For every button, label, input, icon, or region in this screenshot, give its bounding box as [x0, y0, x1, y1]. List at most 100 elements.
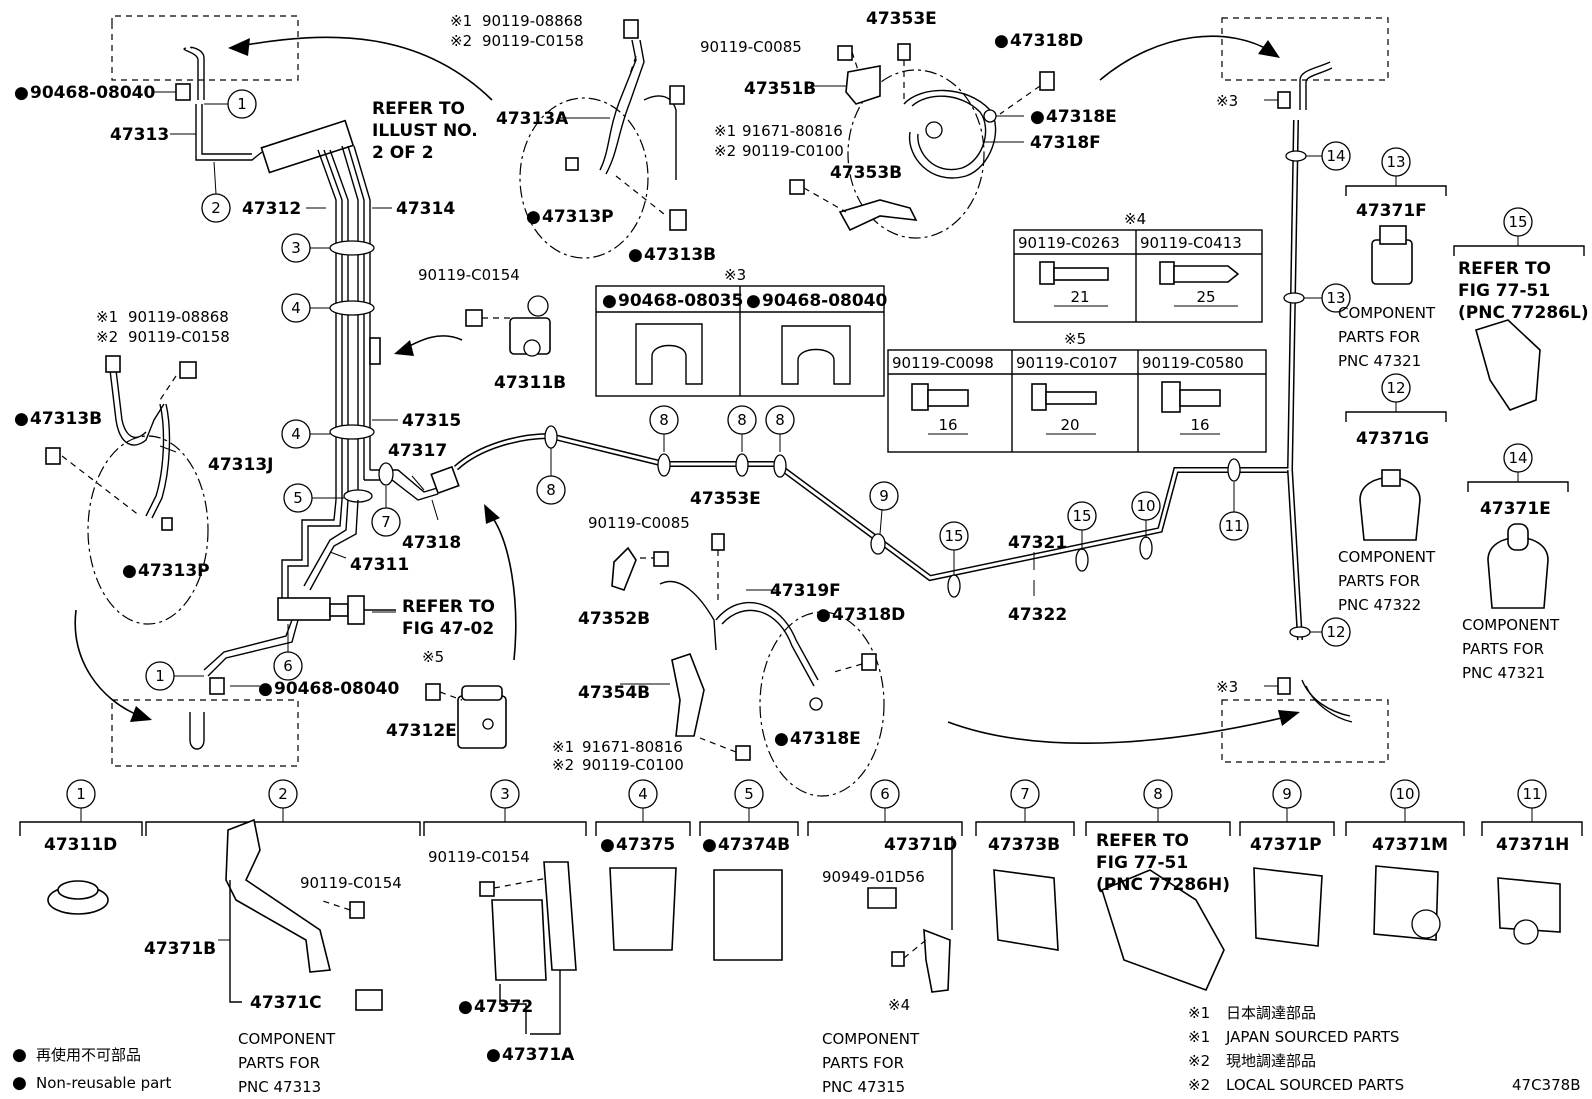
svg-text:※1: ※1 [96, 308, 118, 326]
label-note3-top: ※3 [1216, 92, 1238, 110]
label-47311d: 47311D [44, 835, 117, 855]
clamp-47312e [425, 683, 507, 749]
svg-text:●: ● [122, 561, 137, 581]
label-47315: 47315 [402, 411, 461, 431]
right-clamp-15 [1453, 245, 1585, 411]
label-47371f: 47371F [1356, 201, 1427, 221]
svg-text:2: 2 [211, 199, 221, 217]
svg-text:※1: ※1 [1188, 1004, 1210, 1022]
svg-text:●: ● [1030, 107, 1045, 127]
refer-c15-2: FIG 77-51 [1458, 281, 1550, 301]
svg-text:※2: ※2 [96, 328, 118, 346]
caption-c13-3: PNC 47321 [1338, 352, 1421, 370]
svg-text:47318D: 47318D [1010, 31, 1083, 51]
svg-text:90468-08040: 90468-08040 [274, 679, 400, 699]
svg-text:※1: ※1 [1188, 1028, 1210, 1046]
svg-text:●: ● [994, 31, 1009, 51]
svg-text:1: 1 [76, 785, 86, 803]
label-47313b-top: ●47313B [628, 245, 716, 265]
label-47375: ●47375 [600, 835, 675, 855]
refer-illust-1: REFER TO [372, 99, 465, 119]
label-b2-bolt: 90119-C0154 [300, 874, 402, 892]
callout-bottom-2: 2 [268, 779, 298, 822]
bolt-table5-dim3: 16 [1190, 416, 1209, 434]
svg-text:90468-08035: 90468-08035 [618, 291, 743, 311]
svg-text:※2: ※2 [1188, 1052, 1210, 1070]
svg-text:●: ● [458, 997, 473, 1017]
caption-b6-1: COMPONENT [822, 1030, 920, 1048]
labels: ●90468-08040 47313 REFER TO ILLUST NO. 2… [12, 9, 1589, 1096]
refer-b8-3: (PNC 77286H) [1096, 875, 1230, 895]
label-47354b: 47354B [578, 683, 650, 703]
label-47318d-mid: ●47318D [816, 605, 905, 625]
svg-text:6: 6 [880, 785, 890, 803]
svg-text:47372: 47372 [474, 997, 533, 1017]
bolt-table4-col2: 90119-C0413 [1140, 234, 1242, 252]
bolt-table5-dim2: 20 [1060, 416, 1079, 434]
svg-text:※2: ※2 [714, 142, 736, 160]
svg-text:13: 13 [1326, 289, 1345, 307]
label-b6-bolt: 90949-01D56 [822, 868, 925, 886]
caption-b2-3: PNC 47313 [238, 1078, 321, 1096]
svg-text:14: 14 [1508, 449, 1527, 467]
caption-c13-2: PARTS FOR [1338, 328, 1420, 346]
hose-assembly-j [45, 355, 209, 625]
svg-text:8: 8 [737, 411, 747, 429]
callout-10: 10 [1131, 491, 1161, 538]
svg-text:90468-08040: 90468-08040 [762, 291, 888, 311]
label-47313b-left: ●47313B [14, 409, 102, 429]
grommet-table-col1: ●90468-08035 [602, 291, 743, 311]
svg-text:4: 4 [291, 425, 301, 443]
svg-text:7: 7 [1020, 785, 1030, 803]
svg-text:90119-C0158: 90119-C0158 [128, 328, 230, 346]
label-47313p-top: ●47313P [526, 207, 614, 227]
callout-bottom-8: 8 [1143, 779, 1173, 822]
refer-fig-2: FIG 47-02 [402, 619, 494, 639]
callout-8b: 8 [649, 405, 679, 452]
callout-2: 2 [201, 161, 231, 223]
illustration-code: 47C378B [1512, 1076, 1580, 1094]
refer-b8-1: REFER TO [1096, 831, 1189, 851]
svg-text:47313B: 47313B [30, 409, 102, 429]
label-47353b: 47353B [830, 163, 902, 183]
callout-1: 1 [204, 89, 257, 119]
svg-text:LOCAL SOURCED PARTS: LOCAL SOURCED PARTS [1226, 1076, 1404, 1094]
svg-text:●: ● [600, 835, 615, 855]
bolt-table4-col1: 90119-C0263 [1018, 234, 1120, 252]
label-47313j: 47313J [208, 455, 273, 475]
svg-text:●: ● [602, 291, 617, 311]
label-47313: 47313 [110, 125, 169, 145]
svg-text:12: 12 [1386, 379, 1405, 397]
label-grommet-bottom: ●90468-08040 [258, 679, 400, 699]
label-47318f: 47318F [1030, 133, 1101, 153]
svg-text:5: 5 [293, 489, 303, 507]
svg-text:15: 15 [1072, 507, 1091, 525]
svg-text:47318D: 47318D [832, 605, 905, 625]
label-grommet-table-note: ※3 [724, 266, 746, 284]
callout-bottom-7: 7 [1010, 779, 1040, 822]
legend-nonreuse-en: ●Non-reusable part [12, 1073, 171, 1093]
svg-text:8: 8 [775, 411, 785, 429]
leader-lines [152, 85, 1290, 941]
label-47313a: 47313A [496, 109, 569, 129]
callout-6: 6 [273, 624, 303, 681]
svg-text:●: ● [12, 1073, 27, 1093]
callout-3: 3 [281, 233, 330, 263]
callout-14-header: 14 [1503, 443, 1533, 482]
refer-c15-1: REFER TO [1458, 259, 1551, 279]
svg-text:※1: ※1 [552, 738, 574, 756]
label-47371c: 47371C [250, 993, 322, 1013]
svg-text:47375: 47375 [616, 835, 675, 855]
label-hose-j-bolt2: ※2 90119-C0158 [96, 328, 230, 346]
svg-text:47313B: 47313B [644, 245, 716, 265]
svg-text:※2: ※2 [450, 32, 472, 50]
svg-text:8: 8 [1153, 785, 1163, 803]
svg-text:●: ● [746, 291, 761, 311]
callout-15-header: 15 [1503, 207, 1533, 246]
